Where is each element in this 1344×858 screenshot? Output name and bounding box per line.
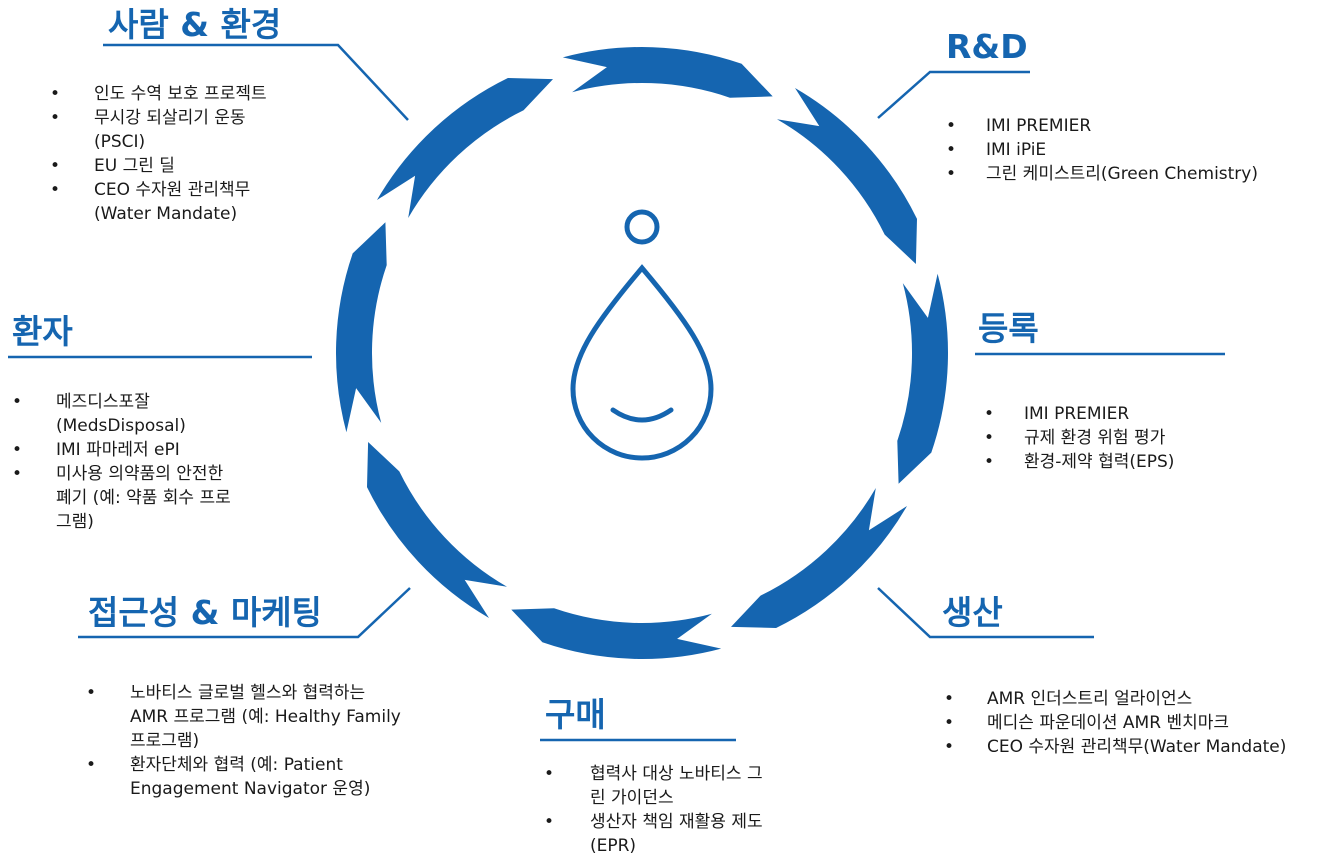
list-item: 무시강 되살리기 운동 (PSCI) <box>50 106 267 154</box>
list-item: 노바티스 글로벌 헬스와 협력하는 AMR 프로그램 (예: Healthy F… <box>86 681 401 753</box>
ring-arrow-segment <box>377 78 553 218</box>
ring-arrow-segment <box>562 47 773 98</box>
ring-arrow-segment <box>511 608 722 659</box>
list-item: 그린 케미스트리(Green Chemistry) <box>946 162 1258 186</box>
patient-list: 메즈디스포잘 (MedsDisposal) IMI 파마레저 ePI 미사용 의… <box>12 390 231 534</box>
ring-arrow-segment <box>336 222 387 433</box>
drop-outline <box>570 264 714 461</box>
list-item: 인도 수역 보호 프로젝트 <box>50 82 267 106</box>
list-item: 규제 환경 위험 평가 <box>984 426 1174 450</box>
registration-title: 등록 <box>978 309 1039 348</box>
production-title: 생산 <box>942 593 1003 632</box>
smile-curve <box>610 407 674 423</box>
purchase-title: 구매 <box>545 695 606 734</box>
list-item: 메디슨 파운데이션 AMR 벤치마크 <box>944 711 1286 735</box>
ring-arrow-segment <box>897 273 948 484</box>
list-item: IMI 파마레저 ePI <box>12 438 231 462</box>
rnd-list: IMI PREMIER IMI iPiE 그린 케미스트리(Green Chem… <box>946 114 1258 186</box>
list-item: 환자단체와 협력 (예: Patient Engagement Navigato… <box>86 753 401 801</box>
purchase-list: 협력사 대상 노바티스 그 린 가이던스 생산자 책임 재활용 제도 (EPR) <box>544 762 763 858</box>
water-drop-icon <box>570 209 714 461</box>
patient-title: 환자 <box>12 312 73 351</box>
ring-arrow-segment <box>731 488 907 628</box>
production-list: AMR 인더스트리 얼라이언스 메디슨 파운데이션 AMR 벤치마크 CEO 수… <box>944 687 1286 759</box>
list-item: IMI iPiE <box>946 138 1258 162</box>
rnd-title: R&D <box>946 27 1028 66</box>
droplet-circle <box>624 209 660 245</box>
access-connector <box>78 587 411 639</box>
list-item: EU 그린 딜 <box>50 154 267 178</box>
list-item: AMR 인더스트리 얼라이언스 <box>944 687 1286 711</box>
connector-lines <box>8 43 1225 742</box>
access-marketing-title: 접근성 & 마케팅 <box>88 593 322 632</box>
access-marketing-list: 노바티스 글로벌 헬스와 협력하는 AMR 프로그램 (예: Healthy F… <box>86 681 401 801</box>
list-item: CEO 수자원 관리책무 (Water Mandate) <box>50 178 267 226</box>
ring-arrow-segment <box>777 88 917 264</box>
list-item: 생산자 책임 재활용 제도 (EPR) <box>544 810 763 858</box>
list-item: IMI PREMIER <box>946 114 1258 138</box>
production-connector <box>877 587 1094 639</box>
list-item: 메즈디스포잘 (MedsDisposal) <box>12 390 231 438</box>
people-env-connector <box>103 43 409 121</box>
list-item: 미사용 의약품의 안전한 폐기 (예: 약품 회수 프로 그램) <box>12 462 231 534</box>
list-item: CEO 수자원 관리책무(Water Mandate) <box>944 735 1286 759</box>
ring-arrow-segment <box>367 442 507 618</box>
list-item: 협력사 대상 노바티스 그 린 가이던스 <box>544 762 763 810</box>
list-item: IMI PREMIER <box>984 402 1174 426</box>
rnd-connector <box>877 70 1030 119</box>
registration-list: IMI PREMIER 규제 환경 위험 평가 환경-제약 협력(EPS) <box>984 402 1174 474</box>
people-environment-list: 인도 수역 보호 프로젝트 무시강 되살리기 운동 (PSCI) EU 그린 딜… <box>50 82 267 226</box>
list-item: 환경-제약 협력(EPS) <box>984 450 1174 474</box>
cycle-ring <box>336 47 948 659</box>
people-environment-title: 사람 & 환경 <box>108 5 282 44</box>
